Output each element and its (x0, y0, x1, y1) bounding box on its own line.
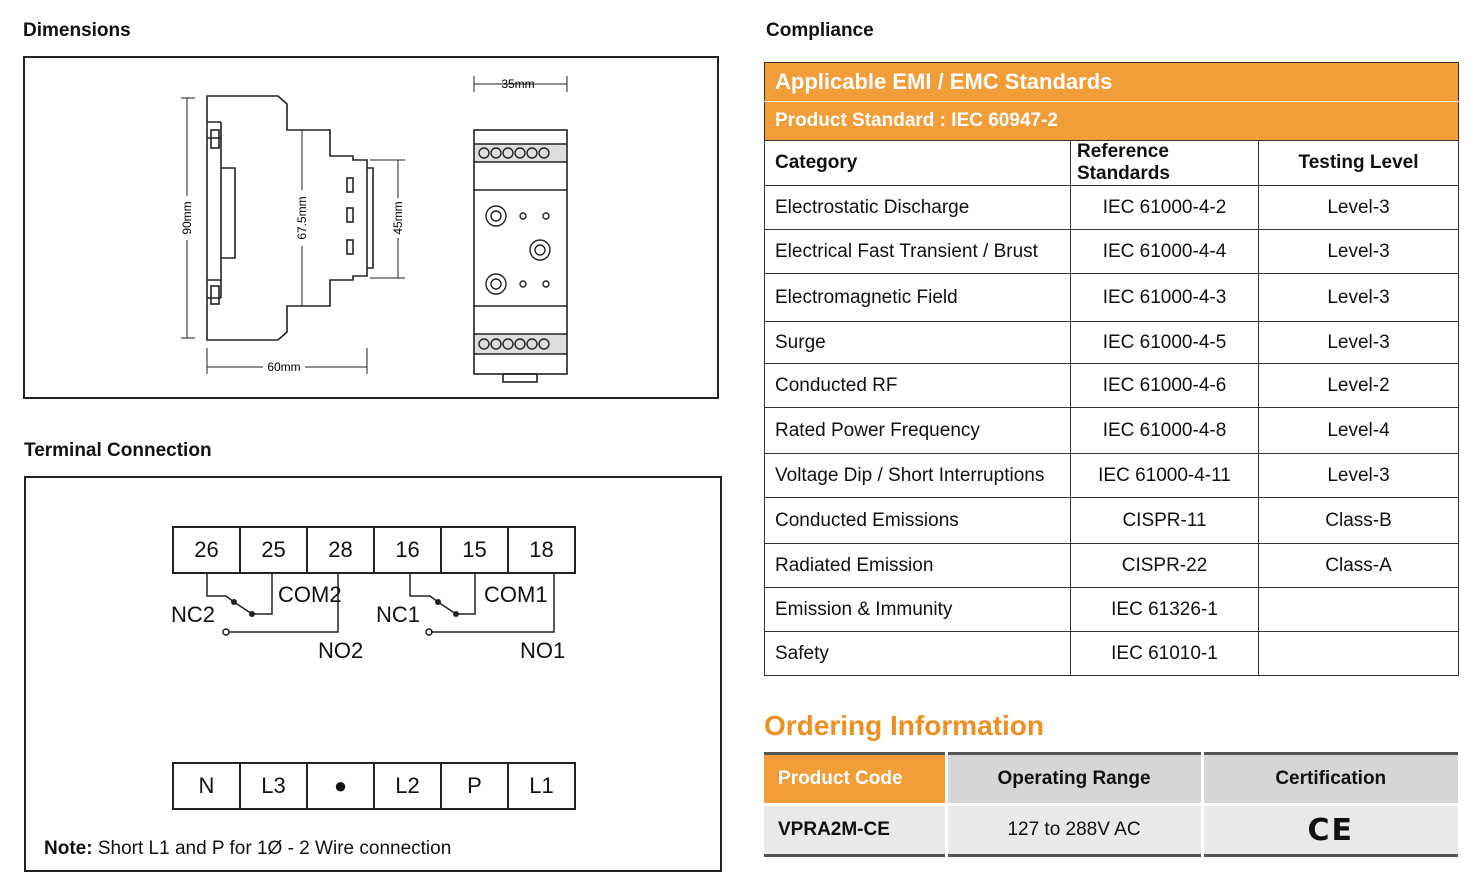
dim-67-5mm: 67.5mm (295, 196, 309, 239)
label-no2: NO2 (318, 638, 364, 663)
terminal-n: N (174, 764, 241, 808)
terminal-panel: 26 25 28 16 15 18 NC2 COM2 NO2 NC1 COM1 … (24, 476, 722, 872)
dim-60mm: 60mm (267, 360, 300, 374)
cell-category: Conducted Emissions (764, 497, 1071, 544)
terminal-26: 26 (174, 528, 241, 572)
cell-reference: IEC 61000-4-5 (1070, 321, 1259, 364)
compliance-heading: Compliance (766, 20, 874, 41)
cell-level: Level-4 (1257, 407, 1460, 454)
cell-category: Emission & Immunity (764, 587, 1071, 632)
cell-reference: IEC 61000-4-11 (1070, 453, 1259, 498)
terminal-l1: L1 (529, 773, 554, 798)
cell-reference: IEC 61000-4-3 (1070, 273, 1259, 322)
cell-reference: IEC 61000-4-4 (1070, 229, 1259, 274)
cell-category: Radiated Emission (764, 543, 1071, 588)
cell-level (1257, 631, 1460, 676)
bottom-terminal-strip: N L3 ● L2 P L1 (172, 762, 576, 810)
dim-90mm: 90mm (180, 201, 194, 234)
cell-reference: CISPR-22 (1070, 543, 1259, 588)
terminal-l2: L2 (375, 764, 442, 808)
terminal-l3: L3 (241, 764, 308, 808)
note-label: Note: (44, 838, 93, 859)
dimensions-heading: Dimensions (23, 20, 131, 41)
emc-standards-banner: Applicable EMI / EMC Standards (763, 62, 1460, 102)
dim-45mm: 45mm (391, 201, 405, 234)
cell-level: Level-3 (1257, 185, 1460, 230)
product-code-value: VPRA2M-CE (764, 803, 946, 856)
col-operating-range: Operating Range (944, 753, 1202, 805)
cell-level: Level-3 (1257, 453, 1460, 498)
cell-category: Conducted RF (764, 363, 1071, 408)
cell-category: Rated Power Frequency (764, 407, 1071, 454)
relay-contact-diagram (206, 574, 555, 636)
col-category: Category (764, 140, 1071, 186)
terminal-16: 16 (375, 528, 442, 572)
certification-value: CE (1200, 803, 1458, 856)
compliance-table: Applicable EMI / EMC Standards Product S… (763, 62, 1460, 676)
ordering-table: Product Code Operating Range Certificati… (764, 752, 1458, 857)
note-text: Short L1 and P for 1Ø - 2 Wire connectio… (92, 838, 452, 859)
product-standard-banner: Product Standard : IEC 60947-2 (763, 101, 1460, 141)
cell-reference: IEC 61000-4-8 (1070, 407, 1259, 454)
terminal-18: 18 (529, 537, 554, 562)
cell-level: Level-3 (1257, 229, 1460, 274)
cell-level: Class-B (1257, 497, 1460, 544)
dimensions-panel: 90mm 67.5mm 45mm 60mm 35mm (23, 56, 719, 399)
terminal-28: 28 (308, 528, 375, 572)
dim-35mm: 35mm (501, 77, 534, 91)
cell-level: Level-3 (1257, 321, 1460, 364)
col-testing-level: Testing Level (1257, 140, 1460, 186)
dimensions-drawing: 90mm 67.5mm 45mm 60mm 35mm (177, 74, 568, 383)
label-nc2: NC2 (171, 602, 216, 627)
operating-range-value: 127 to 288V AC (944, 803, 1202, 856)
terminal-heading: Terminal Connection (24, 440, 212, 461)
cell-category: Electrostatic Discharge (764, 185, 1071, 230)
col-certification: Certification (1200, 753, 1458, 805)
cell-reference: IEC 61000-4-6 (1070, 363, 1259, 408)
cell-category: Electromagnetic Field (764, 273, 1071, 322)
terminal-p: P (442, 764, 509, 808)
label-com2: COM2 (278, 582, 342, 607)
label-no1: NO1 (520, 638, 566, 663)
ordering-title: Ordering Information (764, 710, 1044, 741)
label-nc1: NC1 (376, 602, 421, 627)
cell-reference: IEC 61000-4-2 (1070, 185, 1259, 230)
wiring-note: Note: Short L1 and P for 1Ø - 2 Wire con… (44, 838, 451, 860)
cell-category: Surge (764, 321, 1071, 364)
cell-reference: IEC 61326-1 (1070, 587, 1259, 632)
terminal-25: 25 (241, 528, 308, 572)
cell-reference: CISPR-11 (1070, 497, 1259, 544)
cell-reference: IEC 61010-1 (1070, 631, 1259, 676)
ce-mark: CE (1307, 812, 1354, 848)
cell-category: Safety (764, 631, 1071, 676)
col-reference-standards: Reference Standards (1070, 140, 1259, 186)
cell-level (1257, 587, 1460, 632)
top-terminal-strip: 26 25 28 16 15 18 (172, 526, 576, 574)
col-product-code: Product Code (764, 753, 946, 805)
cell-level: Level-3 (1257, 273, 1460, 322)
cell-category: Voltage Dip / Short Interruptions (764, 453, 1071, 498)
cell-level: Level-2 (1257, 363, 1460, 408)
cell-level: Class-A (1257, 543, 1460, 588)
terminal-dot: ● (308, 764, 375, 808)
label-com1: COM1 (484, 582, 548, 607)
terminal-15: 15 (442, 528, 509, 572)
cell-category: Electrical Fast Transient / Brust (764, 229, 1071, 274)
